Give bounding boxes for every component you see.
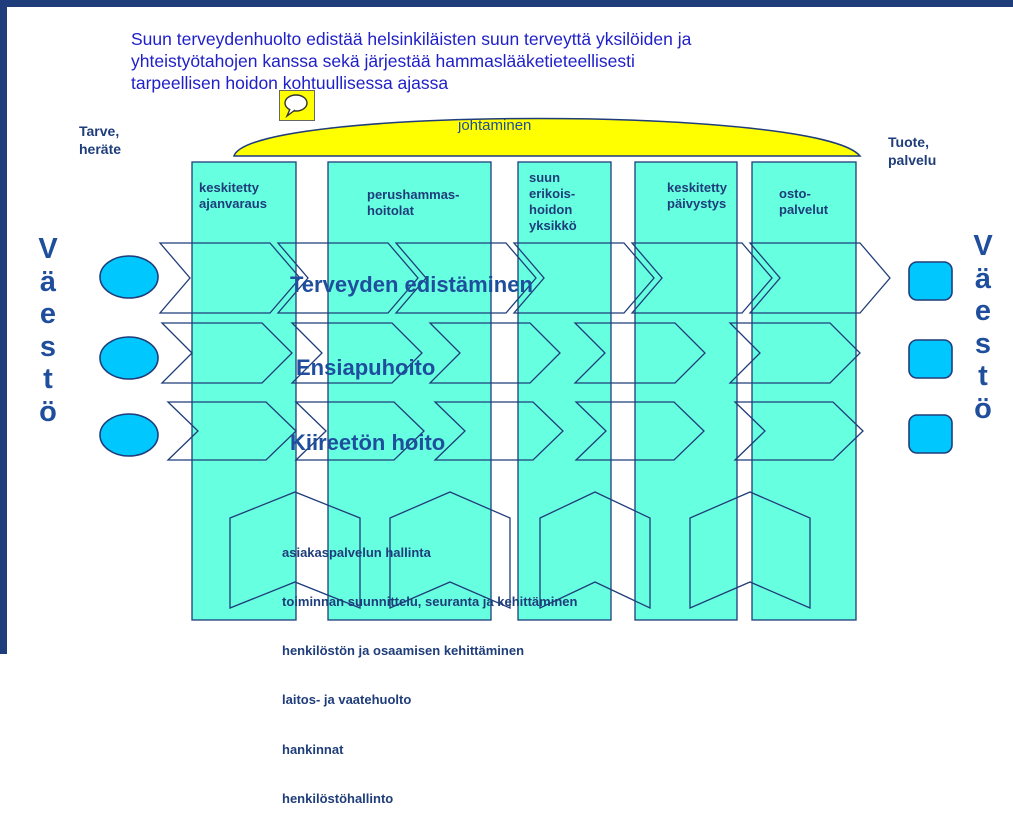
process-chevron [276,242,419,314]
support-item: asiakaspalvelun hallinta [282,544,431,560]
population-label-left: V ä e s t ö [30,233,66,428]
output-node-square [908,261,953,301]
process-chevron [574,401,705,461]
speech-bubble-icon[interactable] [279,90,315,121]
process-chevron [158,242,301,314]
mission-statement: Suun terveydenhuolto edistää helsinkiläi… [131,29,692,93]
input-node-ellipse [99,413,159,457]
process-chevron [160,322,293,384]
population-letter: ö [974,392,992,425]
population-letter: e [39,298,57,330]
column-label-basic-clinics: perushammas- hoitolat [367,187,460,218]
process-health-promotion: Terveyden edistäminen [290,272,533,297]
population-letter: V [973,230,993,262]
column-emergency [634,161,738,621]
population-letter: s [974,327,992,360]
column-specialist-unit [517,161,612,621]
process-chevron [512,242,655,314]
process-chevron [733,401,864,461]
support-item: toiminnan suunnittelu, seuranta ja kehit… [282,594,578,610]
input-node-ellipse [99,255,159,299]
support-pentagon [389,491,511,609]
column-purchased-services [751,161,857,621]
support-item: henkilöstöhallinto [282,790,394,806]
output-node-square [908,339,953,379]
diagram-canvas [99,117,953,621]
process-chevron [290,322,423,384]
column-basic-clinics [327,161,492,621]
process-chevron [428,322,561,384]
population-letter: t [978,360,988,392]
support-process-list: asiakaspalvelun hallinta toiminnan suunn… [282,512,577,840]
population-letter: t [43,363,53,395]
process-chevron [573,322,706,384]
frame-left-border [0,0,7,654]
support-item: hankinnat [282,741,344,757]
support-item: henkilöstön ja osaamisen kehittäminen [282,643,525,659]
column-label-specialist-unit: suun erikois- hoidon yksikkö [529,170,577,233]
population-letter: V [38,233,58,265]
support-pentagon [689,491,811,609]
support-pentagon [539,491,651,610]
population-letter: ä [39,265,57,298]
column-label-emergency: keskitetty päivystys [667,180,727,211]
support-item: laitos- ja vaatehuolto [282,692,412,708]
process-chevron [630,242,773,314]
process-first-aid: Ensiapuhoito [296,355,436,380]
output-label: Tuote, palvelu [888,134,937,168]
process-chevron [728,322,861,384]
support-pentagon [229,491,361,609]
process-chevron [433,401,564,461]
process-chevron [394,242,537,314]
process-chevron [294,401,425,461]
column-booking [191,161,297,621]
process-non-urgent-care: Kiireetön hoito [290,430,446,455]
population-letter: s [39,330,57,363]
population-letter: e [974,295,992,327]
process-chevron [166,401,297,461]
input-node-ellipse [99,336,159,380]
process-map: Suun terveydenhuolto edistää helsinkiläi… [0,0,1013,806]
frame-top-border [0,0,1013,7]
population-label-right: V ä e s t ö [965,230,1001,425]
input-label: Tarve, heräte [79,123,122,157]
process-chevron [748,242,891,314]
population-letter: ä [974,262,992,295]
output-node-square [908,414,953,454]
column-label-booking: keskitetty ajanvaraus [199,180,267,211]
population-letter: ö [39,395,57,428]
leadership-arc [232,117,862,157]
leadership-label: johtaminen [458,117,532,134]
column-label-purchased-services: osto- palvelut [779,186,829,217]
